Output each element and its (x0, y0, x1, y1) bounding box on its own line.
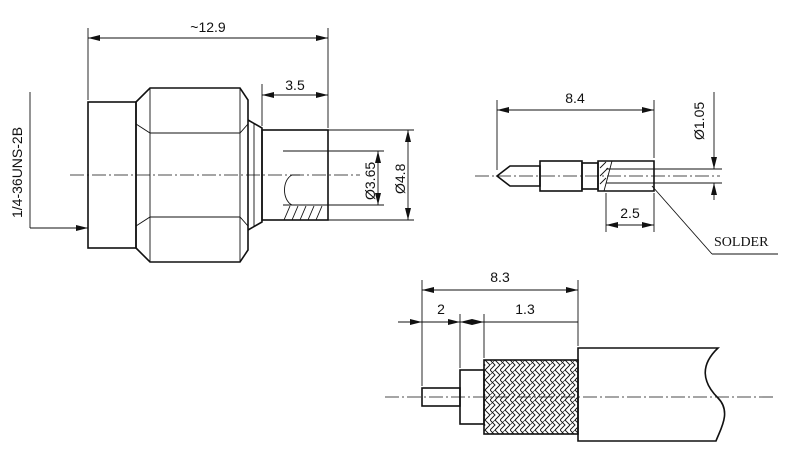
dim-bore-diameter: Ø3.65 (362, 162, 378, 200)
cable-jacket (577, 347, 726, 442)
dim-outer-diameter: Ø4.8 (392, 163, 408, 194)
plug-hex-nut (135, 87, 249, 263)
solder-label: SOLDER (714, 235, 769, 250)
dim-solder-length: 2.5 (620, 205, 640, 221)
dim-pin-diameter: Ø1.05 (691, 102, 707, 140)
dim-strip-braid: 1.3 (515, 301, 535, 317)
dim-rear-length: 3.5 (285, 77, 305, 93)
cable-strip-view: 8.3 2 1.3 (385, 269, 775, 442)
plug-rear-body (261, 129, 329, 221)
dim-strip-length: 8.3 (490, 269, 510, 285)
dim-overall-length: ~12.9 (190, 19, 226, 35)
plug-view: ~12.9 3.5 1/4-36UNS-2B Ø3.65 Ø4.8 (9, 19, 414, 263)
dim-pin-length: 8.4 (565, 90, 585, 106)
thread-spec-label: 1/4-36UNS-2B (9, 127, 25, 218)
dim-strip-dielectric: 2 (437, 301, 445, 317)
pin-solder-cup (597, 160, 655, 192)
contact-pin-view: 8.4 Ø1.05 2.5 SOLDER (475, 90, 778, 255)
